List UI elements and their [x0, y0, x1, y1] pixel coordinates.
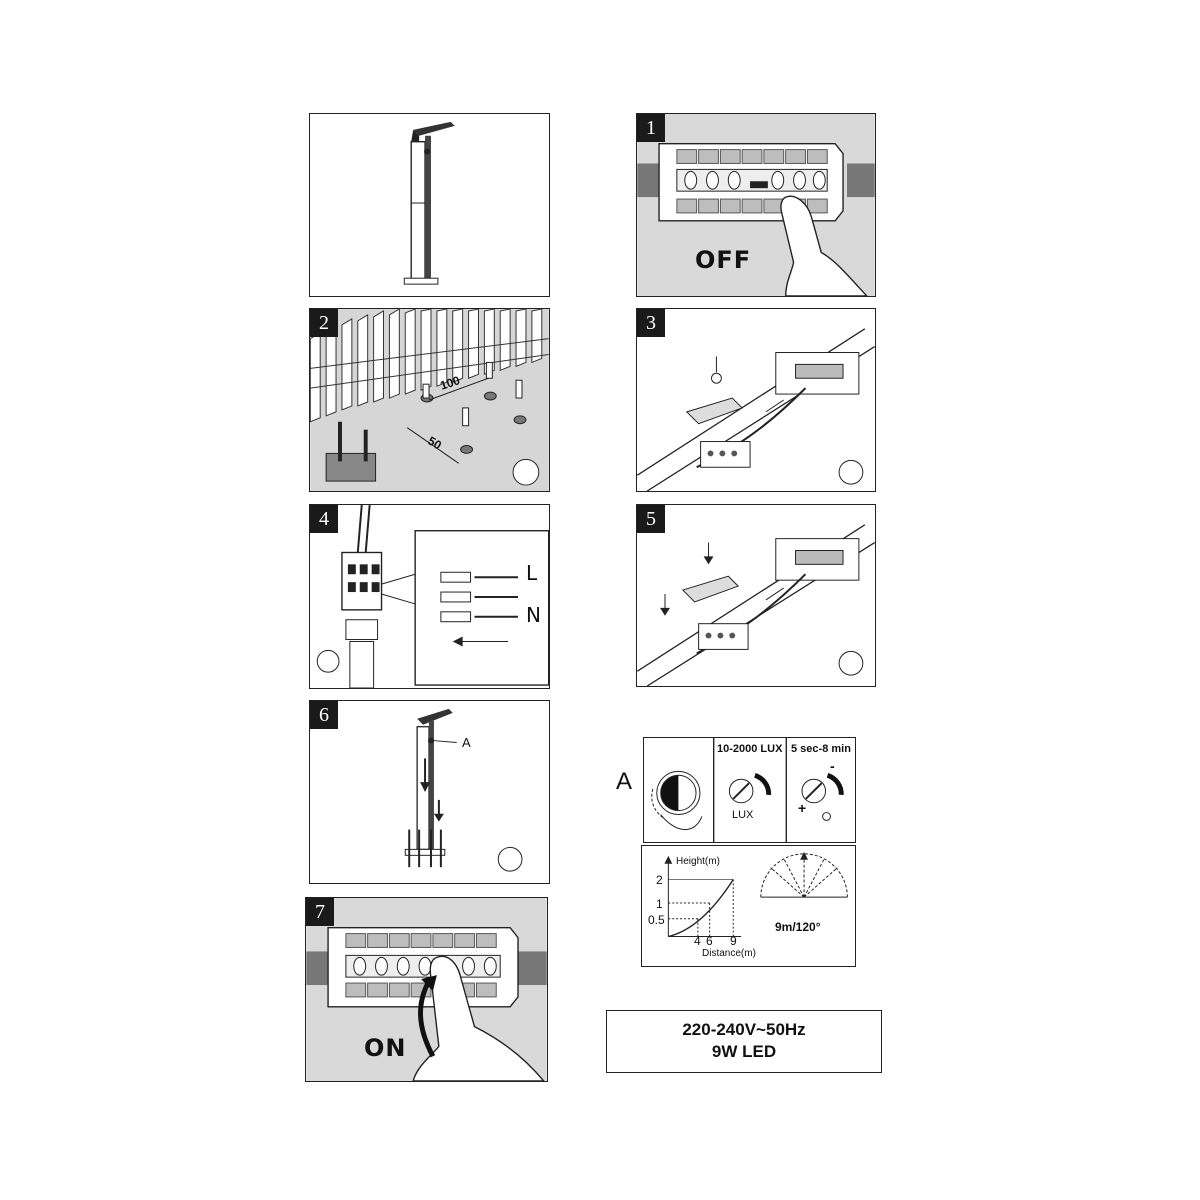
time-range-title: 5 sec-8 min — [791, 743, 851, 755]
step-number-badge: 4 — [310, 505, 338, 533]
detection-range-chart — [664, 851, 848, 938]
sensor-adjust-panel: 10-2000 LUX LUX 5 sec-8 min + - — [643, 737, 856, 843]
neutral-terminal-label: N — [526, 603, 542, 627]
step-4-panel: 4 L N — [309, 504, 550, 689]
step-number-badge: 6 — [310, 701, 338, 729]
switch-on-label: ON — [364, 1034, 407, 1062]
live-terminal-label: L — [526, 561, 539, 585]
x-tick-4: 4 — [694, 934, 701, 948]
bollard-illustration — [403, 121, 455, 285]
bollard-mounting-illustration — [404, 708, 523, 872]
step-number-badge: 3 — [637, 309, 665, 337]
height-axis-label: Height(m) — [676, 856, 720, 867]
switch-off-illustration — [637, 114, 875, 296]
y-tick-0-5: 0.5 — [648, 913, 665, 927]
step-6-panel: 6 A — [309, 700, 550, 884]
junction-box-close-illustration — [637, 524, 875, 686]
step-number-badge: 2 — [310, 309, 338, 337]
step-7-panel: 7 ON — [305, 897, 548, 1082]
y-tick-2: 2 — [656, 873, 663, 887]
step-5-panel: 5 — [636, 504, 876, 687]
sensor-adjust-label: A — [616, 768, 633, 795]
lux-dial-label: LUX — [732, 809, 754, 821]
voltage-spec: 220-240V~50Hz — [682, 1020, 806, 1039]
power-spec: 9W LED — [711, 1042, 777, 1061]
detection-range-label: 9m/120° — [775, 920, 821, 934]
step-3-panel: 3 — [636, 308, 876, 492]
ground-drilling-illustration — [310, 309, 549, 491]
x-tick-6: 6 — [706, 934, 713, 948]
time-minus-label: - — [830, 758, 835, 774]
detection-range-panel: Height(m) 2 1 0.5 4 6 9 Distance(m) 9m/1… — [641, 845, 856, 967]
junction-box-open-illustration — [637, 328, 875, 491]
y-tick-1: 1 — [656, 897, 663, 911]
x-tick-9: 9 — [730, 934, 737, 948]
step-1-panel: 1 OFF — [636, 113, 876, 297]
switch-on-illustration — [306, 898, 547, 1081]
wiring-illustration — [316, 505, 549, 688]
sensor-pointer-label: A — [462, 735, 471, 750]
overview-panel — [309, 113, 550, 297]
step-2-panel: 2 100 50 — [309, 308, 550, 492]
sensor-dials-illustration — [651, 738, 844, 842]
lux-range-title: 10-2000 LUX — [717, 743, 783, 755]
step-number-badge: 1 — [637, 114, 665, 142]
step-number-badge: 5 — [637, 505, 665, 533]
time-plus-label: + — [798, 800, 807, 816]
step-number-badge: 7 — [306, 898, 334, 926]
spec-box: 220-240V~50Hz 9W LED — [606, 1010, 882, 1073]
distance-axis-label: Distance(m) — [702, 948, 756, 959]
switch-off-label: OFF — [695, 246, 752, 274]
